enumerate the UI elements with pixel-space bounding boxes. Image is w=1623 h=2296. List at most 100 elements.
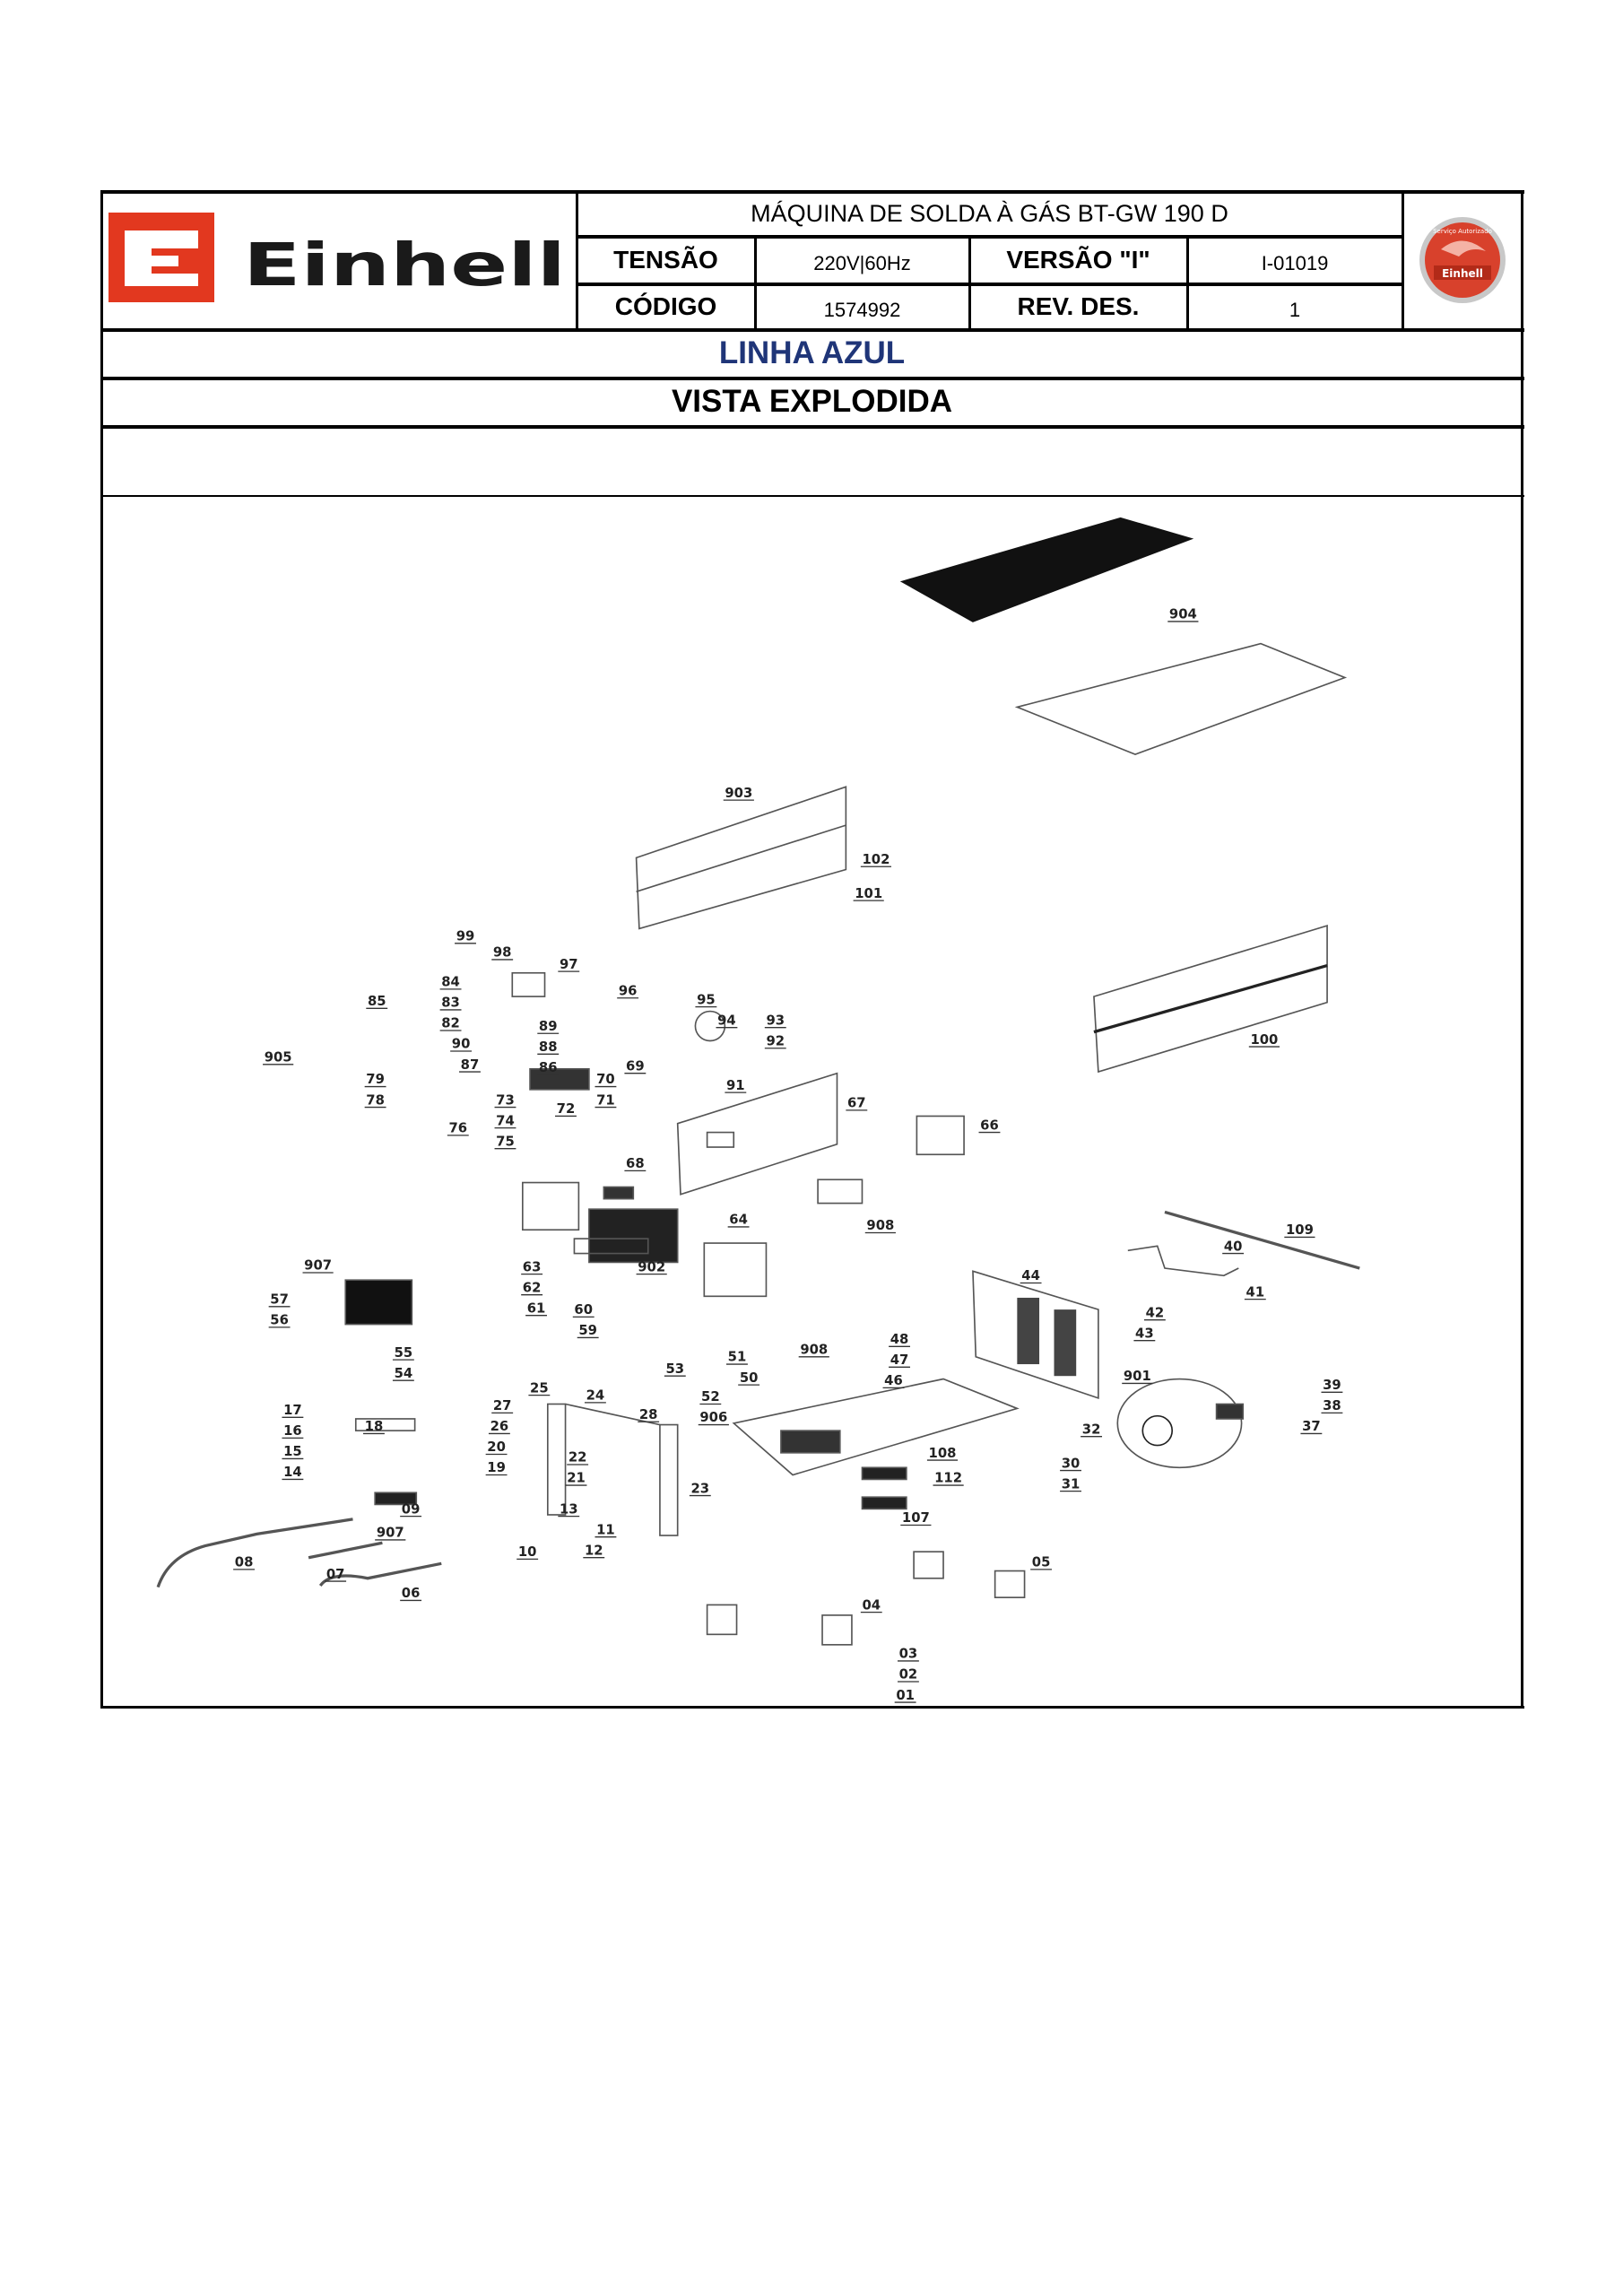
part-label: 59 <box>578 1323 597 1338</box>
seal-icon: Einhell Serviço Autorizado <box>1419 217 1506 303</box>
brand-logo: Einhell <box>101 191 577 329</box>
part-label: 84 <box>441 975 460 990</box>
part-label: 94 <box>717 1013 736 1028</box>
part-label: 85 <box>368 994 386 1009</box>
part-label: 39 <box>1323 1378 1341 1393</box>
transformer-907 <box>344 1279 413 1326</box>
part-label: 908 <box>800 1343 828 1358</box>
part-label: 72 <box>557 1101 576 1117</box>
part-label: 79 <box>366 1072 385 1087</box>
part-label: 101 <box>855 886 882 901</box>
part-label: 109 <box>1286 1222 1314 1238</box>
part-label: 89 <box>539 1019 558 1034</box>
part-label: 48 <box>890 1332 909 1347</box>
part-label: 51 <box>728 1350 747 1365</box>
versao-value: I-01019 <box>1261 251 1329 274</box>
part-label: 09 <box>402 1501 421 1517</box>
part-label: 61 <box>527 1300 546 1316</box>
part-label: 83 <box>441 996 460 1011</box>
top-cover-904 <box>899 517 1194 622</box>
part-label: 14 <box>283 1465 302 1480</box>
part-label: 05 <box>1032 1555 1051 1570</box>
fan-901 <box>1116 1378 1243 1469</box>
part-label: 67 <box>847 1096 866 1111</box>
part-label: 96 <box>619 983 638 998</box>
table-border <box>754 237 757 331</box>
table-border <box>100 495 1524 497</box>
part-label: 43 <box>1135 1326 1154 1341</box>
part-label: 18 <box>365 1419 384 1434</box>
part-label: 07 <box>326 1567 345 1582</box>
part-label: 37 <box>1302 1419 1321 1434</box>
part-label: 01 <box>896 1688 915 1703</box>
panel-67 <box>676 1072 838 1196</box>
part-label: 44 <box>1021 1268 1040 1283</box>
table-border <box>1186 237 1189 331</box>
part-label: 23 <box>691 1481 710 1496</box>
part-label: 17 <box>283 1403 302 1418</box>
side-panel-903 <box>635 786 847 930</box>
part-label: 08 <box>235 1555 254 1570</box>
casters <box>706 1551 1026 1646</box>
table-border <box>100 190 1524 194</box>
part-label: 87 <box>461 1057 480 1073</box>
part-label: 86 <box>539 1060 558 1075</box>
section-title: VISTA EXPLODIDA <box>671 384 953 419</box>
authorized-service-seal: Einhell Serviço Autorizado <box>1402 191 1523 329</box>
part-label: 82 <box>441 1016 460 1031</box>
part-label: 10 <box>518 1544 537 1560</box>
part-label: 102 <box>862 852 890 867</box>
table-border <box>577 283 1402 286</box>
part-label: 92 <box>766 1033 785 1048</box>
part-label: 38 <box>1323 1398 1341 1413</box>
part-label: 97 <box>560 957 578 972</box>
part-label: 06 <box>402 1586 421 1601</box>
part-label: 68 <box>626 1156 645 1171</box>
part-label: 21 <box>567 1471 586 1486</box>
part-label: 42 <box>1146 1305 1165 1320</box>
part-label: 15 <box>283 1444 302 1459</box>
part-label: 75 <box>496 1134 515 1149</box>
part-label: 30 <box>1062 1456 1081 1471</box>
rear-panel-44 <box>972 1270 1099 1400</box>
part-label: 902 <box>638 1259 665 1274</box>
part-label: 901 <box>1124 1369 1151 1384</box>
table-border <box>100 425 1524 429</box>
tensao-label: TENSÃO <box>613 245 718 274</box>
part-label: 905 <box>265 1050 292 1065</box>
table-border <box>1402 190 1404 331</box>
cover-frame <box>1014 642 1348 755</box>
line-name: LINHA AZUL <box>718 335 906 370</box>
part-label: 88 <box>539 1039 558 1055</box>
part-label: 107 <box>902 1510 930 1526</box>
part-label: 907 <box>377 1526 404 1541</box>
rev-label: REV. DES. <box>1017 291 1140 320</box>
rev-value: 1 <box>1289 298 1301 321</box>
part-label: 71 <box>596 1092 615 1108</box>
part-label: 62 <box>523 1280 542 1295</box>
part-label: 73 <box>496 1092 515 1108</box>
part-label: 908 <box>866 1218 894 1233</box>
part-label: 76 <box>449 1121 468 1136</box>
versao-label: VERSÃO "I" <box>1006 245 1150 274</box>
svg-text:Einhell: Einhell <box>1442 267 1483 280</box>
part-label: 907 <box>304 1258 332 1274</box>
part-label: 64 <box>729 1213 748 1228</box>
part-label: 63 <box>523 1259 542 1274</box>
part-label: 53 <box>666 1361 685 1377</box>
part-label: 112 <box>934 1471 962 1486</box>
part-label: 70 <box>596 1072 615 1087</box>
blank-row <box>101 426 1523 496</box>
table-border <box>100 190 103 1709</box>
part-label: 11 <box>596 1522 615 1537</box>
part-label: 19 <box>487 1460 506 1475</box>
part-label: 54 <box>395 1366 413 1381</box>
side-panel-100 <box>1093 924 1328 1074</box>
table-border <box>577 235 1402 239</box>
part-label: 69 <box>626 1058 645 1074</box>
part-label: 31 <box>1062 1476 1081 1492</box>
part-label: 74 <box>496 1113 515 1128</box>
part-label: 57 <box>270 1292 289 1308</box>
part-label: 78 <box>366 1092 385 1108</box>
table-border <box>1521 190 1523 1709</box>
